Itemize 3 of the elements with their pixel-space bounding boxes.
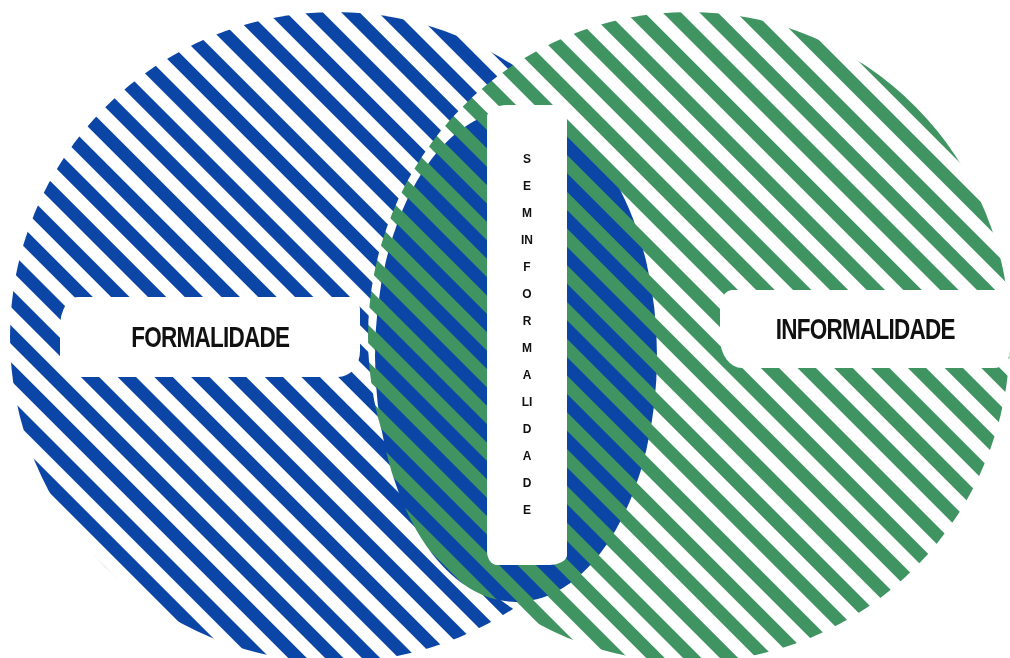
circle-label: INFORMALIDADE (720, 290, 1010, 368)
circle-label: FORMALIDADE (60, 297, 360, 377)
circle-label: SEMINFORMALIDADE (487, 105, 567, 565)
